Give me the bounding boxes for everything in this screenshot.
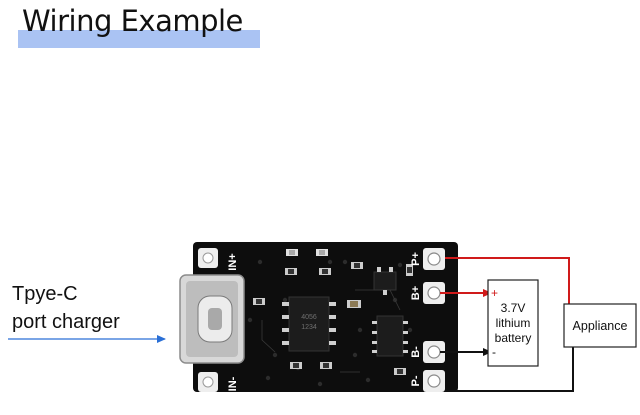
protection-ic [372, 315, 408, 357]
pad-b-minus [423, 341, 445, 363]
battery-box [487, 279, 539, 367]
title-block: Wiring Example [18, 4, 260, 48]
pad-p-plus [423, 248, 445, 270]
battery-label: 3.7V lithium battery [489, 301, 537, 346]
label-in-minus: IN- [227, 376, 239, 391]
battery-word: battery [494, 331, 532, 345]
label-in-plus: IN+ [227, 253, 239, 270]
led-green [316, 249, 328, 256]
transistor [373, 267, 397, 295]
battery-minus-sign: - [492, 345, 496, 359]
wire-p-plus-to-appliance [445, 257, 570, 304]
pcb-board: 4056 1234 [179, 242, 458, 392]
battery-plus-sign: + [491, 286, 498, 300]
appliance-box [563, 303, 637, 348]
charger-caption: Tpye-C port charger [12, 280, 120, 336]
caption-line-2: port charger [12, 311, 120, 333]
led-red [286, 249, 298, 256]
ic-sub-marking: 1234 [301, 324, 317, 331]
battery-type: lithium [495, 316, 531, 330]
charger-arrow-head [157, 335, 166, 343]
pad-b-plus [423, 282, 445, 304]
wire-p-minus-to-appliance [445, 347, 574, 392]
smd-components [253, 262, 413, 375]
caption-line-1: Tpye-C [12, 283, 78, 305]
mount-hole-bottom-left [198, 372, 218, 392]
label-b-plus: B+ [410, 286, 422, 300]
usb-c-port [179, 274, 245, 364]
battery-voltage: 3.7V [500, 301, 526, 315]
ic-main-marking: 4056 [301, 314, 317, 321]
pad-p-minus [423, 370, 445, 392]
label-p-plus: P+ [410, 252, 422, 266]
appliance-label: Appliance [572, 319, 628, 333]
mount-hole-top-left [198, 248, 218, 268]
label-b-minus: B- [410, 346, 422, 358]
diagram-title: Wiring Example [22, 4, 243, 38]
label-p-minus: P- [410, 375, 422, 386]
charger-ic: 4056 1234 [282, 296, 336, 352]
title-highlight [18, 30, 260, 48]
